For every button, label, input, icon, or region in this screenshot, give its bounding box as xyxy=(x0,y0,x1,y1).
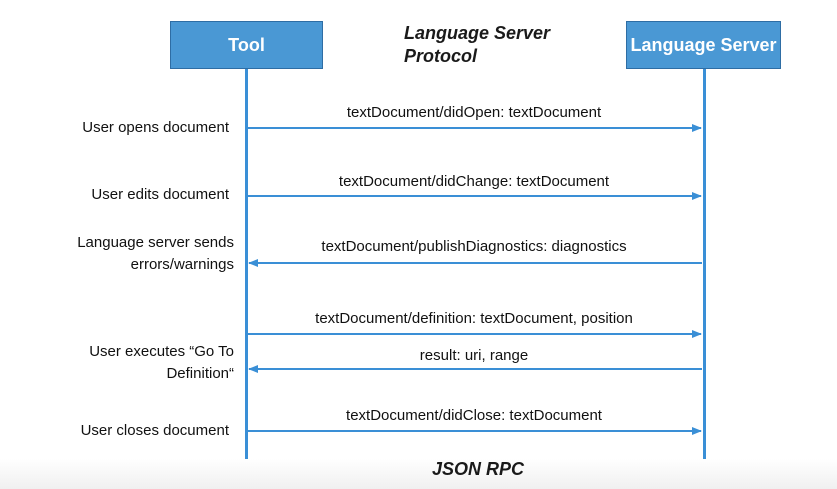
event-label-edits: User edits document xyxy=(91,186,229,203)
tool-actor-label: Tool xyxy=(228,34,265,55)
message-label-did-close: textDocument/didClose: textDocument xyxy=(346,407,602,424)
diagram-title: Language Server Protocol xyxy=(404,22,550,68)
message-label-publish-diagnostics: textDocument/publishDiagnostics: diagnos… xyxy=(321,238,627,255)
event-label-opens: User opens document xyxy=(82,119,229,136)
language-server-actor-box: Language Server xyxy=(626,21,781,69)
footer-band xyxy=(0,459,837,489)
event-label-go-to-definition: User executes “Go To Definition“ xyxy=(89,343,234,382)
tool-actor-box: Tool xyxy=(170,21,323,69)
diagram-title-line-2: Protocol xyxy=(404,46,478,66)
message-label-did-open: textDocument/didOpen: textDocument xyxy=(346,104,602,121)
event-label-closes: User closes document xyxy=(80,422,229,439)
footer-title: JSON RPC xyxy=(432,459,525,479)
message-label-did-change: textDocument/didChange: textDocument xyxy=(338,173,610,190)
message-label-result: result: uri, range xyxy=(419,347,529,364)
language-server-lifeline xyxy=(703,69,706,460)
language-server-actor-label: Language Server xyxy=(630,34,777,55)
event-label-errors: Language server sends errors/warnings xyxy=(77,234,234,273)
tool-lifeline xyxy=(245,69,248,460)
diagram-title-line-1: Language Server xyxy=(404,23,551,43)
message-label-definition: textDocument/definition: textDocument, p… xyxy=(315,310,633,327)
